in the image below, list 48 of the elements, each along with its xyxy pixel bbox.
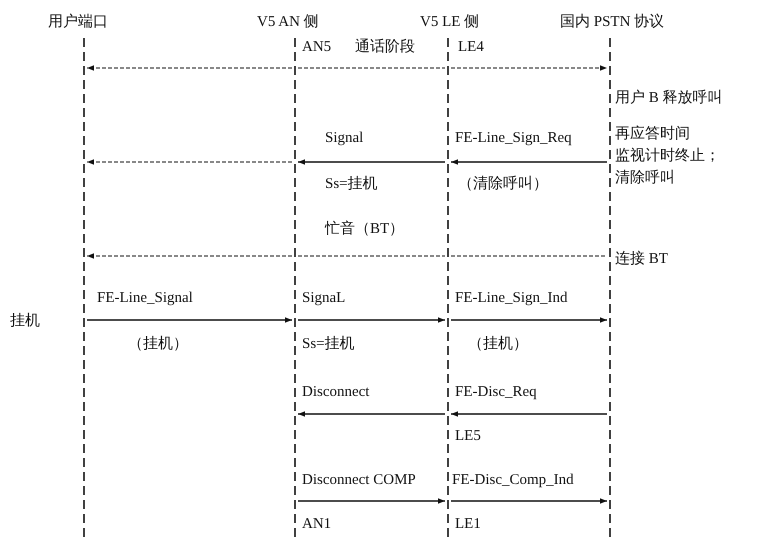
note-text: 连接 BT (615, 251, 668, 267)
lifeline-header: 国内 PSTN 协议 (560, 14, 664, 30)
note-text: 监视计时终止； (615, 148, 720, 164)
note-text: 再应答时间 (615, 126, 690, 142)
note-text: LE4 (458, 39, 484, 55)
arrow (451, 498, 607, 504)
note-text: AN1 (302, 516, 332, 532)
arrow (451, 317, 607, 323)
lifeline-header: V5 LE 侧 (420, 14, 480, 30)
arrow (298, 498, 445, 504)
message-label: FE-Line_Sign_Ind (455, 290, 568, 306)
note-text: 忙音（BT） (325, 221, 404, 237)
lifeline (607, 38, 613, 537)
arrow (451, 159, 607, 165)
note-text: LE5 (455, 428, 481, 444)
note-text: （清除呼叫） (458, 176, 548, 192)
note-text: Ss=挂机 (302, 336, 355, 352)
arrow (86, 65, 292, 71)
arrow (298, 317, 445, 323)
note-text: 用户 B 释放呼叫 (615, 90, 723, 106)
note-text: 通话阶段 (355, 39, 415, 55)
note-text: 挂机 (10, 313, 40, 329)
message-label: Signal (325, 130, 364, 146)
lifeline-header: V5 AN 侧 (257, 14, 319, 30)
message-label: FE-Line_Sign_Req (455, 130, 572, 146)
lifeline (445, 38, 451, 537)
message-label: Disconnect (302, 384, 370, 400)
message-label: SignaL (302, 290, 346, 306)
arrow (298, 411, 445, 417)
message-label: Disconnect COMP (302, 472, 416, 488)
note-text: 清除呼叫 (615, 170, 675, 186)
note-text: AN5 (302, 39, 332, 55)
note-text: Ss=挂机 (325, 176, 378, 192)
note-text: （挂机） (128, 336, 188, 352)
lifeline (292, 38, 298, 537)
arrow (86, 253, 292, 259)
arrow (87, 317, 292, 323)
arrow (298, 159, 445, 165)
lifeline-header: 用户端口 (48, 14, 108, 30)
arrow (450, 65, 608, 71)
arrow (86, 159, 292, 165)
message-label: FE-Line_Signal (97, 290, 193, 306)
message-label: FE-Disc_Req (455, 384, 537, 400)
lifeline (81, 38, 87, 537)
note-text: （挂机） (468, 336, 528, 352)
message-label: FE-Disc_Comp_Ind (452, 472, 574, 488)
arrow (451, 411, 607, 417)
note-text: LE1 (455, 516, 481, 532)
